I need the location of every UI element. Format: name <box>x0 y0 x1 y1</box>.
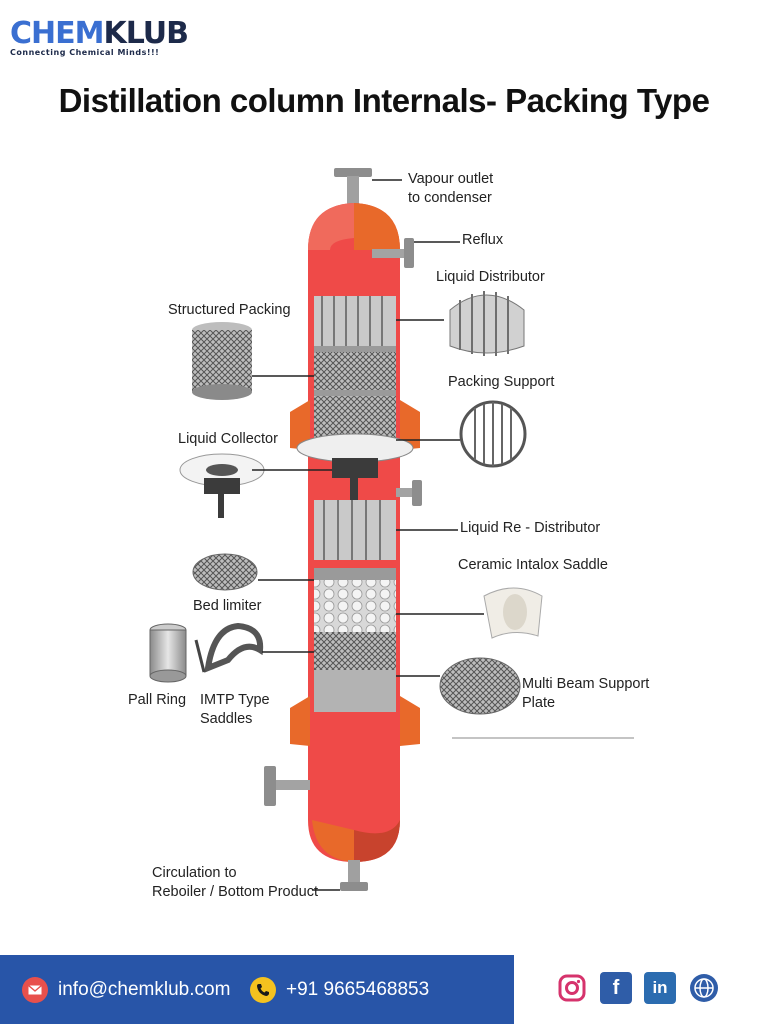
bed-limiter-sample <box>192 553 258 591</box>
label-liquid-distributor: Liquid Distributor <box>436 269 545 285</box>
label-circulation: Circulation to Reboiler / Bottom Product <box>152 865 319 900</box>
label-reflux: Reflux <box>462 232 504 248</box>
phone-text[interactable]: +91 9665468853 <box>286 979 430 1000</box>
page-title: Distillation column Internals- Packing T… <box>58 82 710 119</box>
label-liquid-redistributor: Liquid Re - Distributor <box>460 520 601 536</box>
label-packing-support: Packing Support <box>448 374 555 390</box>
logo-klub: KLUB <box>103 16 189 51</box>
liquid-collector-plate <box>296 433 414 500</box>
label-pall-ring: Pall Ring <box>128 692 187 708</box>
ceramic-saddle-sample <box>483 587 543 639</box>
reflux-nozzle <box>372 238 414 268</box>
label-imtp-saddles: IMTP Type Saddles <box>200 692 270 727</box>
phone-icon <box>250 977 276 1003</box>
multi-beam-support-sample <box>439 657 521 715</box>
logo-tagline: Connecting Chemical Minds!!! <box>10 48 160 57</box>
structured-packing-sample <box>192 322 252 400</box>
upper-packing-section <box>314 296 396 438</box>
chemklub-logo: CHEMKLUB Connecting Chemical Minds!!! <box>10 16 189 58</box>
label-structured-packing: Structured Packing <box>168 302 291 318</box>
globe-icon[interactable] <box>688 972 720 1004</box>
email-text[interactable]: info@chemklub.com <box>58 979 231 1000</box>
footer-email[interactable]: info@chemklub.com <box>22 977 230 1003</box>
distillation-column-diagram <box>149 168 634 891</box>
random-packing-bed <box>314 568 396 712</box>
linkedin-icon[interactable]: in <box>644 972 676 1004</box>
label-ceramic-intalox-saddle: Ceramic Intalox Saddle <box>458 557 608 573</box>
mail-icon <box>22 977 48 1003</box>
social-links: f in <box>556 972 720 1004</box>
label-multi-beam-support: Multi Beam Support Plate <box>522 676 650 711</box>
logo-chem: CHEM <box>10 16 104 51</box>
packing-support-sample <box>459 400 527 468</box>
vapour-outlet-nozzle <box>334 168 372 206</box>
imtp-saddle-sample <box>194 622 264 673</box>
bottom-side-nozzle <box>264 766 310 806</box>
column-lugs <box>290 400 420 746</box>
middle-side-nozzle <box>396 480 422 506</box>
liquid-collector-sample <box>179 453 265 518</box>
pall-ring-sample <box>149 623 187 683</box>
footer-phone[interactable]: +91 9665468853 <box>250 977 429 1003</box>
label-liquid-collector: Liquid Collector <box>178 431 278 447</box>
contact-footer: info@chemklub.com +91 9665468853 <box>0 955 514 1024</box>
bottom-outlet-nozzle <box>340 860 368 891</box>
label-vapour-outlet: Vapour outlet to condenser <box>408 171 494 206</box>
facebook-icon[interactable]: f <box>600 972 632 1004</box>
instagram-icon[interactable] <box>556 972 588 1004</box>
logo-wordmark: CHEMKLUB <box>10 16 189 51</box>
label-bed-limiter: Bed limiter <box>193 598 262 614</box>
redistributor-section <box>314 500 396 560</box>
liquid-distributor-sample <box>449 291 525 356</box>
leader-lines <box>252 179 484 891</box>
